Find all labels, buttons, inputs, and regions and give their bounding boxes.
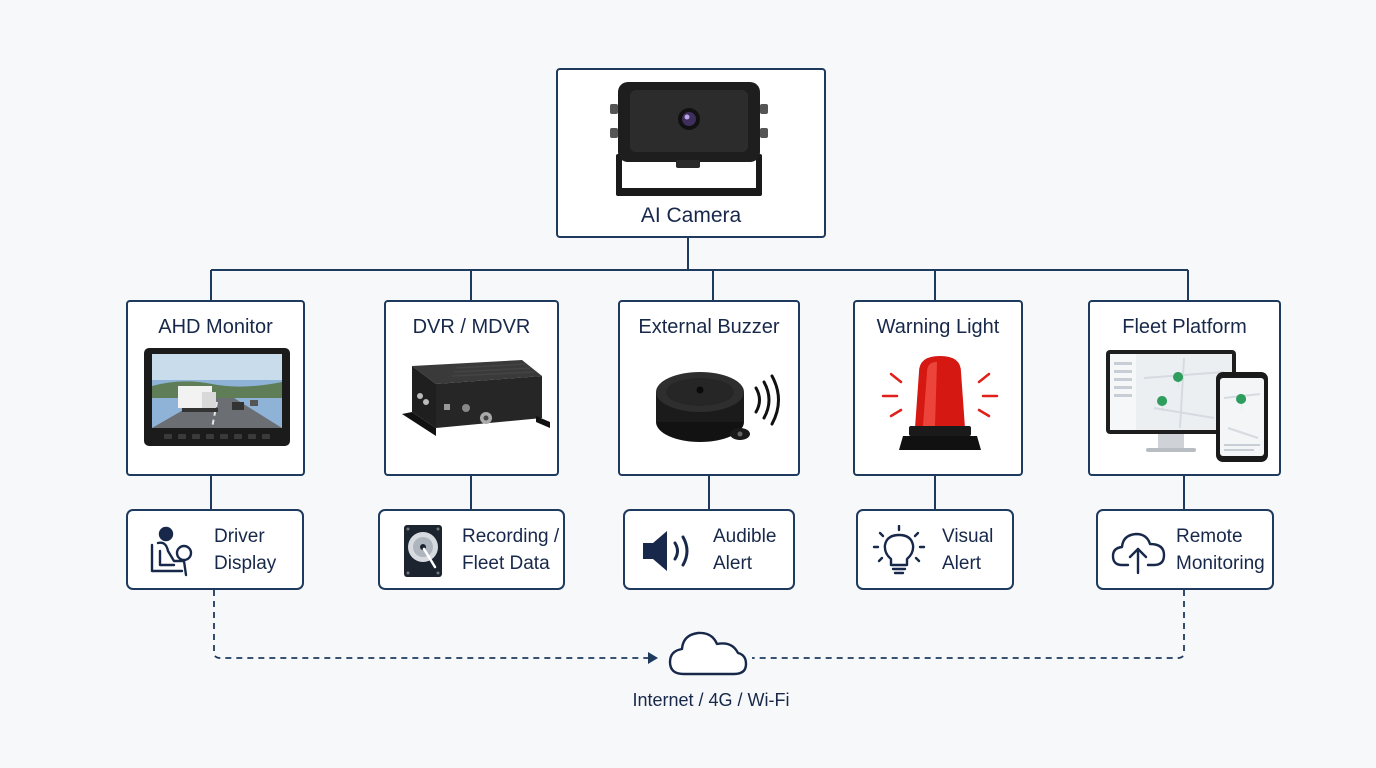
driver-display-line1: Driver xyxy=(214,526,265,547)
audible-alert-line2: Alert xyxy=(713,553,753,574)
remote-monitoring-line2: Monitoring xyxy=(1176,553,1265,574)
dvr-node: DVR / MDVR xyxy=(384,300,559,476)
speaker-icon xyxy=(643,531,689,571)
buzzer-title: External Buzzer xyxy=(638,316,780,338)
buzzer-icon xyxy=(656,372,780,442)
recording-line1: Recording / xyxy=(462,526,560,547)
recording-box: Recording / Fleet Data xyxy=(378,509,565,590)
audible-alert-box: Audible Alert xyxy=(623,509,795,590)
cloud-upload-icon xyxy=(1111,532,1166,575)
fleet-platform-node: Fleet Platform xyxy=(1088,300,1281,476)
remote-monitoring-label: Remote Monitoring xyxy=(1176,523,1265,577)
cloud-icon xyxy=(668,631,748,676)
warning-light-title: Warning Light xyxy=(876,316,1000,338)
dvr-icon xyxy=(402,360,550,436)
driver-display-label: Driver Display xyxy=(214,523,276,577)
camera-icon xyxy=(610,82,768,196)
buzzer-node: External Buzzer xyxy=(618,300,800,476)
arrow-head-icon xyxy=(648,652,658,664)
network-label: Internet / 4G / Wi-Fi xyxy=(632,690,790,710)
warning-light-node: Warning Light xyxy=(853,300,1023,476)
light-bulb-icon xyxy=(872,525,926,575)
recording-label: Recording / Fleet Data xyxy=(462,523,559,577)
remote-monitoring-line1: Remote xyxy=(1176,526,1243,547)
ahd-monitor-title: AHD Monitor xyxy=(158,316,273,338)
driver-display-box: Driver Display xyxy=(126,509,304,590)
fleet-platform-title: Fleet Platform xyxy=(1122,316,1247,338)
audible-alert-line1: Audible xyxy=(713,526,777,547)
monitor-icon xyxy=(144,348,290,446)
dvr-title: DVR / MDVR xyxy=(412,316,531,338)
hard-drive-icon xyxy=(404,525,442,577)
visual-alert-label: Visual Alert xyxy=(942,523,993,577)
visual-alert-line2: Alert xyxy=(942,553,982,574)
visual-alert-box: Visual Alert xyxy=(856,509,1014,590)
visual-alert-line1: Visual xyxy=(942,526,994,547)
computer-phone-icon xyxy=(1106,350,1268,462)
audible-alert-label: Audible Alert xyxy=(713,523,776,577)
ai-camera-node: AI Camera xyxy=(556,68,826,238)
siren-icon xyxy=(881,356,999,450)
remote-monitoring-box: Remote Monitoring xyxy=(1096,509,1274,590)
recording-line2: Fleet Data xyxy=(462,553,550,574)
ahd-monitor-node: AHD Monitor xyxy=(126,300,305,476)
ai-camera-title: AI Camera xyxy=(640,204,742,227)
driver-display-line2: Display xyxy=(214,553,277,574)
driver-icon xyxy=(150,526,193,577)
